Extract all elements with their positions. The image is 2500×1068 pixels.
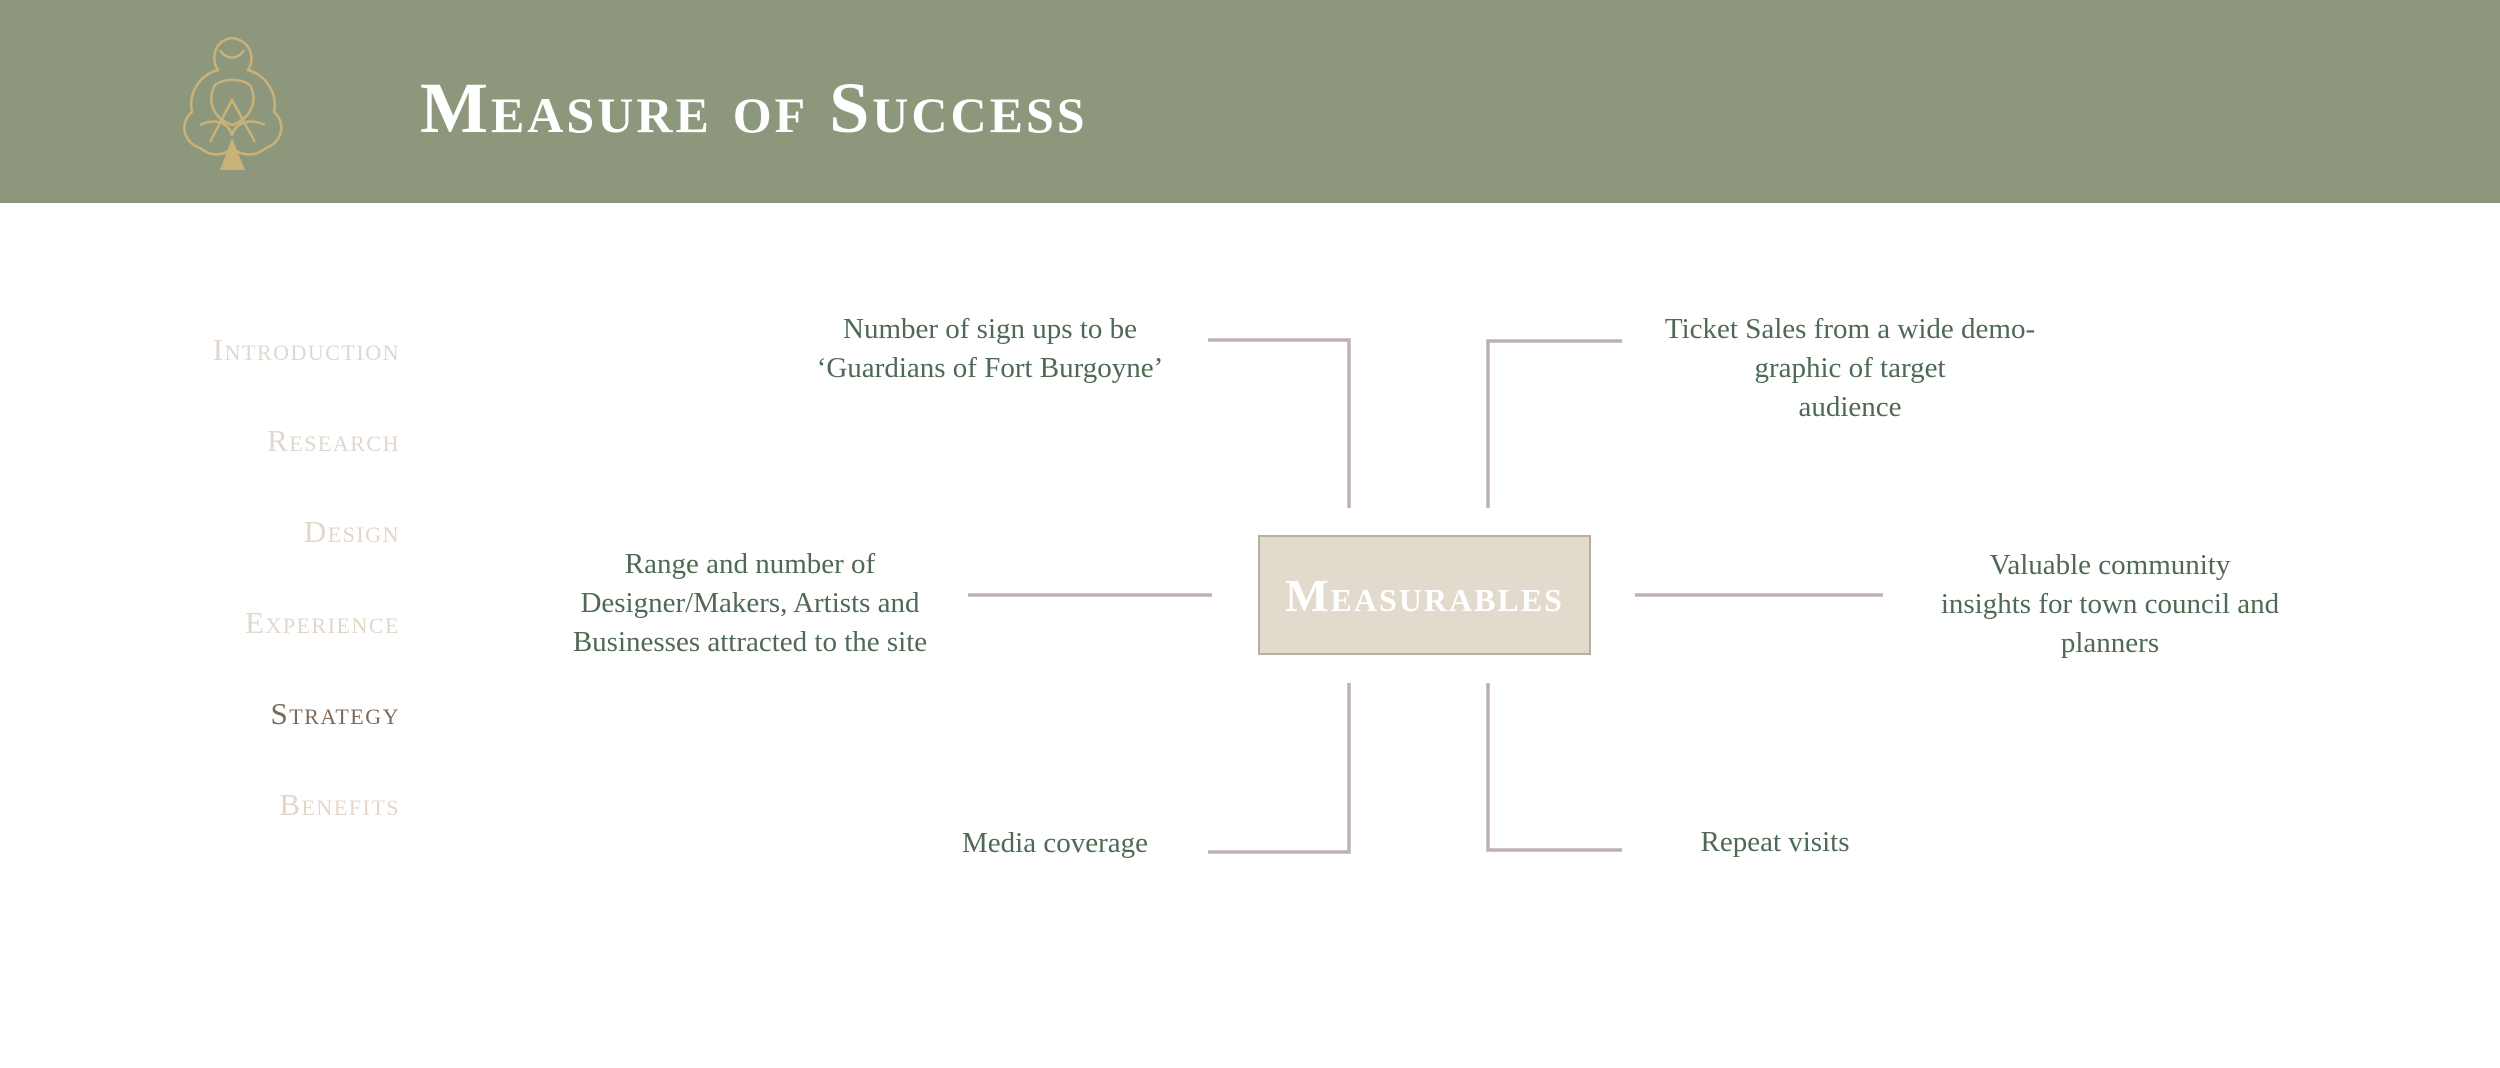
measurables-box: Measurables (1258, 535, 1591, 655)
connector-bottom-right (1486, 683, 1622, 852)
nav-item-strategy[interactable]: Strategy (270, 696, 400, 731)
connector-top-left (1208, 338, 1351, 508)
nav-item-experience[interactable]: Experience (245, 605, 400, 640)
header-banner: Measure of Success (0, 0, 2500, 203)
fort-crest-icon (183, 36, 283, 170)
item-repeat-visits: Repeat visits (1700, 826, 1850, 858)
nav-item-introduction[interactable]: Introduction (212, 332, 400, 367)
item-community-insights: Valuable community insights for town cou… (1940, 549, 2280, 659)
connector-top-right (1486, 339, 1622, 508)
nav-item-design[interactable]: Design (303, 514, 400, 549)
item-sign-ups: Number of sign ups to be ‘Guardians of F… (816, 313, 1164, 384)
connector-bottom-left (1208, 683, 1351, 854)
item-designer-makers: Range and number of Designer/Makers, Art… (572, 548, 928, 658)
item-media-coverage: Media coverage (962, 827, 1148, 859)
nav-item-benefits[interactable]: Benefits (279, 787, 400, 822)
item-ticket-sales: Ticket Sales from a wide demo- graphic o… (1664, 313, 2036, 423)
measurables-label: Measurables (1285, 569, 1564, 621)
nav-item-research[interactable]: Research (267, 423, 400, 458)
page-title: Measure of Success (420, 68, 1088, 148)
